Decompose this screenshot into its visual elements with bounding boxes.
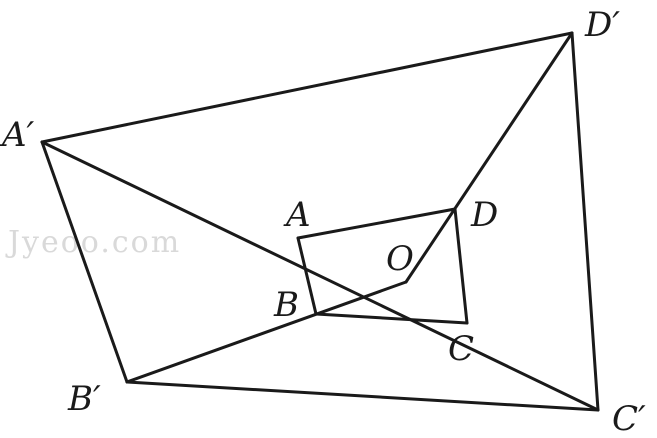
edge-d-prime-c-prime	[570, 31, 600, 412]
edge-b-a	[296, 236, 318, 316]
label-b-prime: B′	[67, 379, 101, 419]
watermark-text: Jyeoo.com	[5, 225, 181, 260]
label-d: D	[470, 195, 498, 235]
label-d-prime: D′	[584, 5, 620, 45]
label-c-prime: C′	[612, 399, 646, 438]
edge-a-prime-d-prime	[40, 31, 574, 144]
label-a: A	[283, 195, 311, 235]
label-c: C	[448, 329, 474, 369]
edge-b-prime-a-prime	[40, 140, 129, 384]
label-a-prime: A′	[0, 115, 35, 155]
ray-a-prime-c-prime	[40, 140, 600, 412]
label-o: O	[386, 239, 414, 279]
edge-d-c	[453, 207, 469, 325]
label-b: B	[273, 285, 299, 325]
edge-a-d	[296, 207, 457, 240]
ray-b-prime-o	[125, 280, 408, 384]
ray-o-d-prime	[404, 31, 574, 284]
edge-c-b	[314, 312, 469, 325]
edge-c-prime-b-prime	[125, 380, 600, 412]
